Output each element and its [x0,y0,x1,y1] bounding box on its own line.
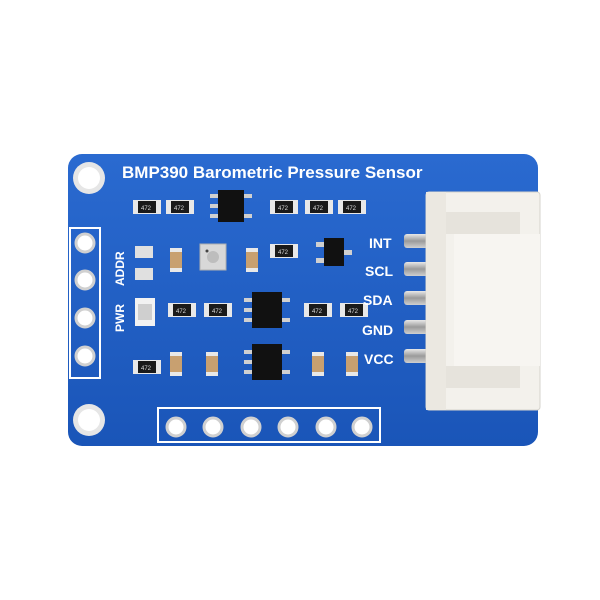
svg-text:472: 472 [346,206,357,212]
mounting-holes [73,162,105,436]
resistor-group: 472 472 472 472 472 472 472 472 472 472 … [133,200,368,374]
svg-text:472: 472 [176,309,187,315]
ic-chip-top [210,190,252,222]
pin-label-gnd: GND [362,322,393,338]
pin-label-int: INT [369,235,392,251]
bmp390-sensor-chip [199,243,227,271]
svg-text:472: 472 [212,309,223,315]
left-header [69,227,101,379]
pcb-board [68,154,538,446]
pin-label-vcc: VCC [364,351,394,367]
board-title: BMP390 Barometric Pressure Sensor [122,163,423,182]
bottom-header [157,407,381,443]
svg-text:472: 472 [174,206,185,212]
addr-label: ADDR [113,251,127,286]
pin-label-sda: SDA [363,292,393,308]
capacitor-group [170,248,358,376]
svg-text:472: 472 [141,366,152,372]
ic-chip-bottom [244,344,290,380]
pwr-label: PWR [113,304,127,332]
jumper-pads [135,246,155,326]
svg-text:472: 472 [278,250,289,256]
ic-chip-mid [244,292,290,328]
svg-text:472: 472 [141,206,152,212]
transistor [316,238,352,266]
svg-text:472: 472 [313,206,324,212]
connector-housing [425,191,541,411]
svg-text:472: 472 [312,309,323,315]
svg-text:472: 472 [348,309,359,315]
pin-label-scl: SCL [365,263,393,279]
svg-text:472: 472 [278,206,289,212]
